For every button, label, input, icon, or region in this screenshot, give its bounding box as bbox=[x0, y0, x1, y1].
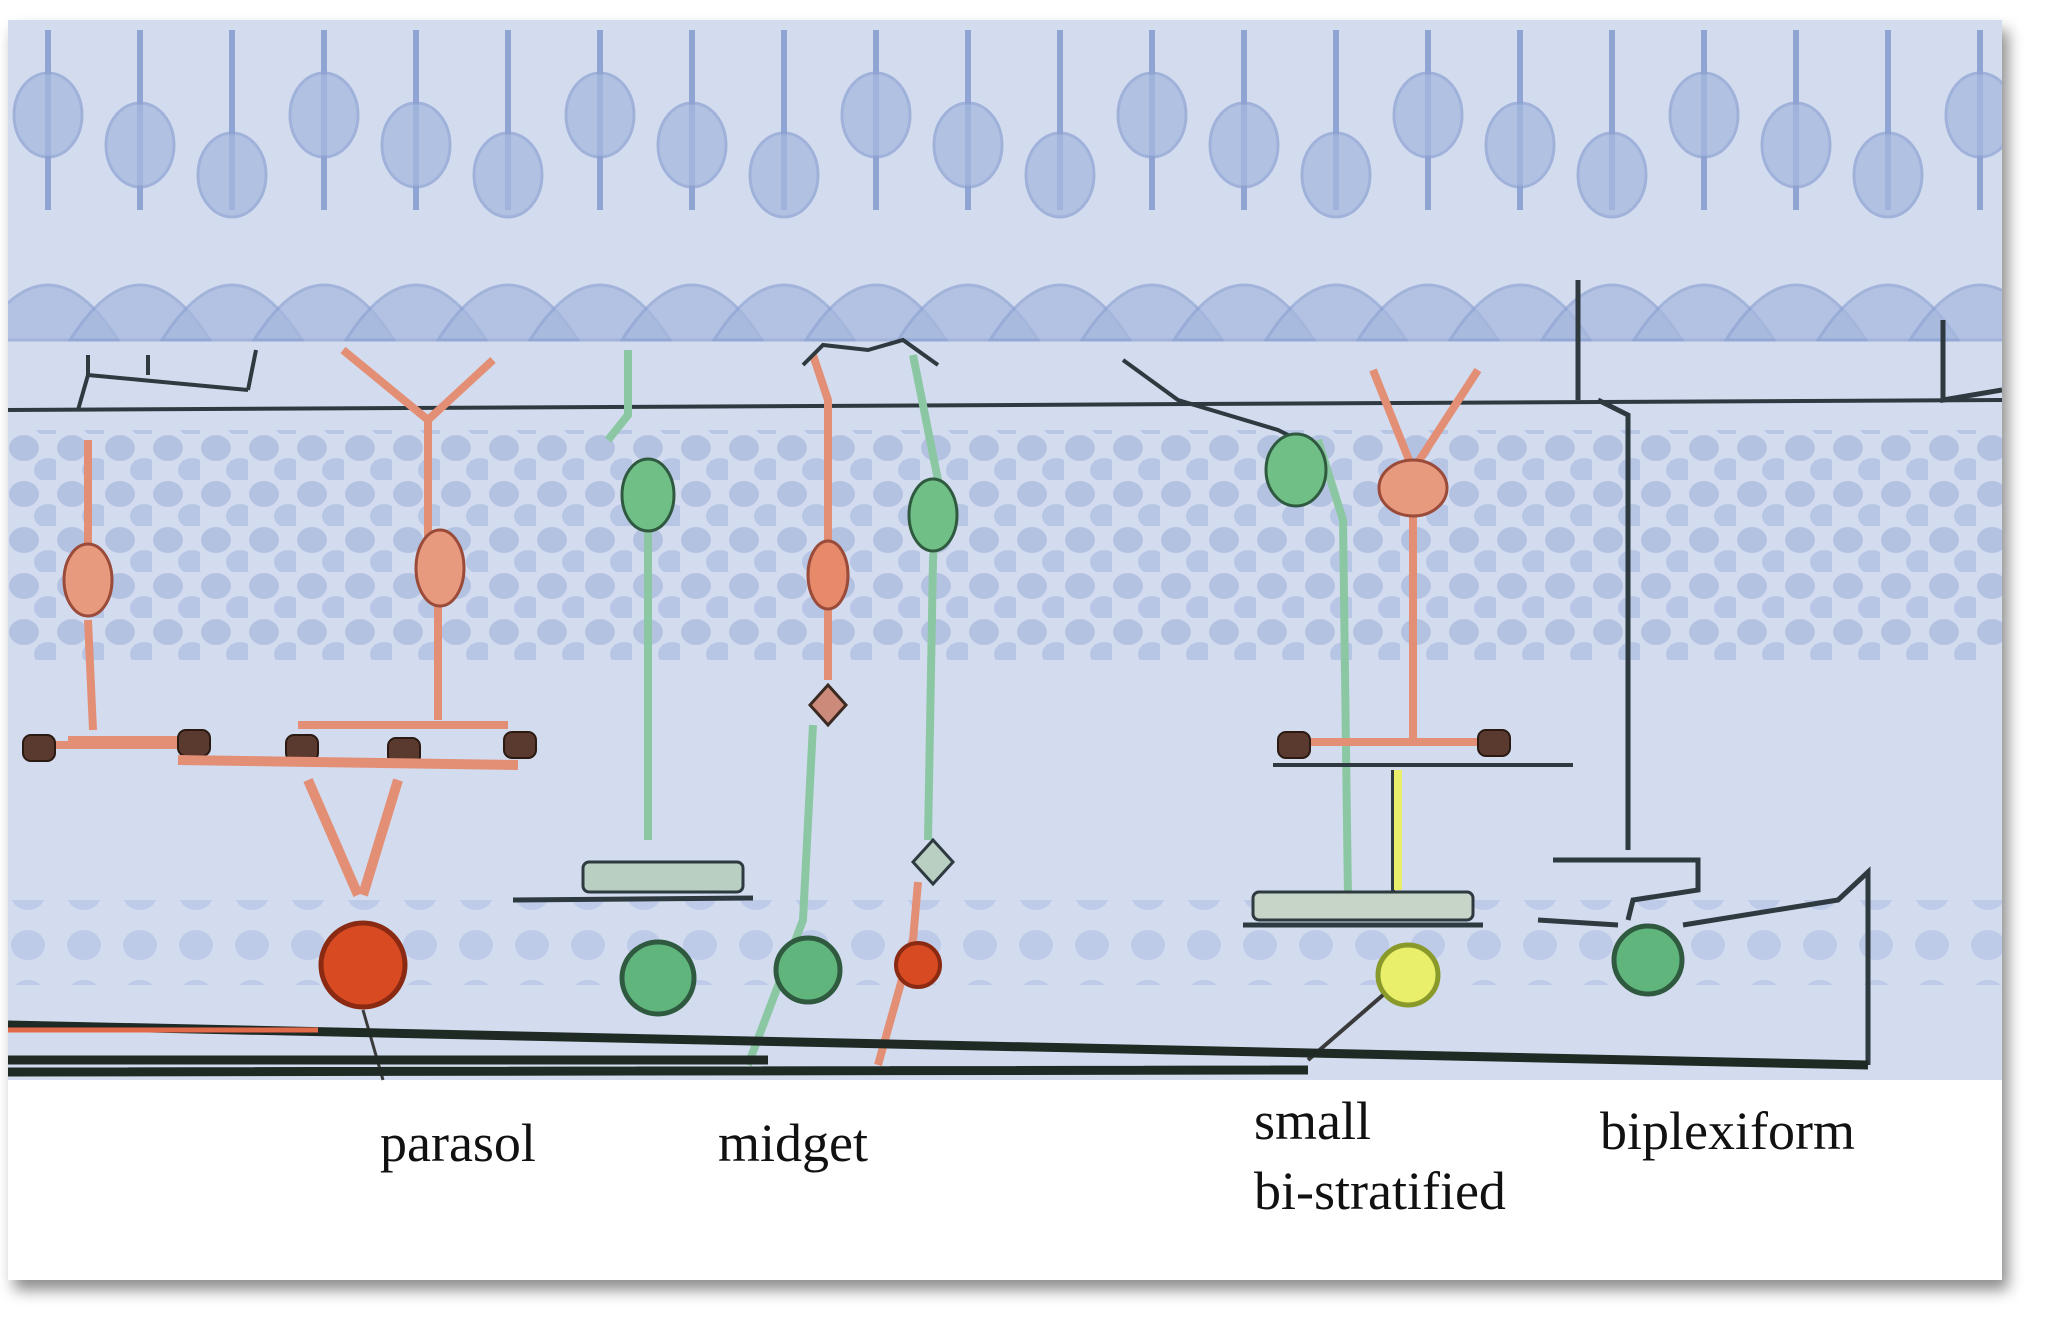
photoreceptor-layer bbox=[8, 30, 2002, 342]
midget-ganglion-cell-red bbox=[894, 941, 942, 989]
photoreceptor-soma bbox=[1208, 101, 1280, 189]
outer-plexiform-line bbox=[8, 398, 2002, 412]
ganglion-cell-layer bbox=[8, 900, 2002, 985]
midget-ganglion-cell-green-2 bbox=[773, 935, 843, 1005]
photoreceptor-soma bbox=[1024, 131, 1096, 219]
photoreceptor-soma bbox=[12, 71, 84, 159]
midget-pathway bbox=[512, 337, 959, 1067]
label-small-bistratified-1: small bbox=[1254, 1091, 1371, 1151]
photoreceptor-soma bbox=[1116, 71, 1188, 159]
photoreceptor-soma bbox=[104, 101, 176, 189]
label-parasol: parasol bbox=[380, 1113, 536, 1173]
photoreceptor-soma bbox=[564, 71, 636, 159]
photoreceptor-soma bbox=[1576, 131, 1648, 219]
photoreceptor-soma bbox=[288, 71, 360, 159]
parasol-ganglion-cell bbox=[318, 920, 408, 1010]
inner-nuclear-layer bbox=[8, 430, 2002, 660]
midget-ganglion-cell-green bbox=[619, 939, 697, 1017]
retina-figure: parasol midget small bi-stratified biple… bbox=[8, 20, 2002, 1280]
photoreceptor-soma bbox=[1760, 101, 1832, 189]
photoreceptor-soma bbox=[840, 71, 912, 159]
photoreceptor-soma bbox=[1484, 101, 1556, 189]
parasol-pathway bbox=[22, 346, 537, 1081]
photoreceptor-soma bbox=[380, 101, 452, 189]
photoreceptor-soma bbox=[656, 101, 728, 189]
label-midget: midget bbox=[718, 1113, 868, 1173]
photoreceptor-soma bbox=[748, 131, 820, 219]
photoreceptor-soma bbox=[1392, 71, 1464, 159]
photoreceptor-soma bbox=[196, 131, 268, 219]
photoreceptor-soma bbox=[472, 131, 544, 219]
biplexiform-pathway bbox=[1537, 280, 2002, 1065]
photoreceptor-soma bbox=[1944, 71, 2002, 159]
retinal-cell-diagram bbox=[8, 20, 2002, 1081]
label-small-bistratified-2: bi-stratified bbox=[1254, 1161, 1506, 1221]
biplexiform-ganglion-cell bbox=[1611, 923, 1685, 997]
small-bistratified-pathway bbox=[1121, 358, 1573, 1062]
label-biplexiform: biplexiform bbox=[1600, 1101, 1855, 1161]
photoreceptor-soma bbox=[932, 101, 1004, 189]
small-bistratified-ganglion-cell bbox=[1375, 942, 1441, 1008]
photoreceptor-soma bbox=[1852, 131, 1924, 219]
photoreceptor-pedicle bbox=[1907, 283, 2002, 342]
photoreceptor-soma bbox=[1300, 131, 1372, 219]
photoreceptor-soma bbox=[1668, 71, 1740, 159]
